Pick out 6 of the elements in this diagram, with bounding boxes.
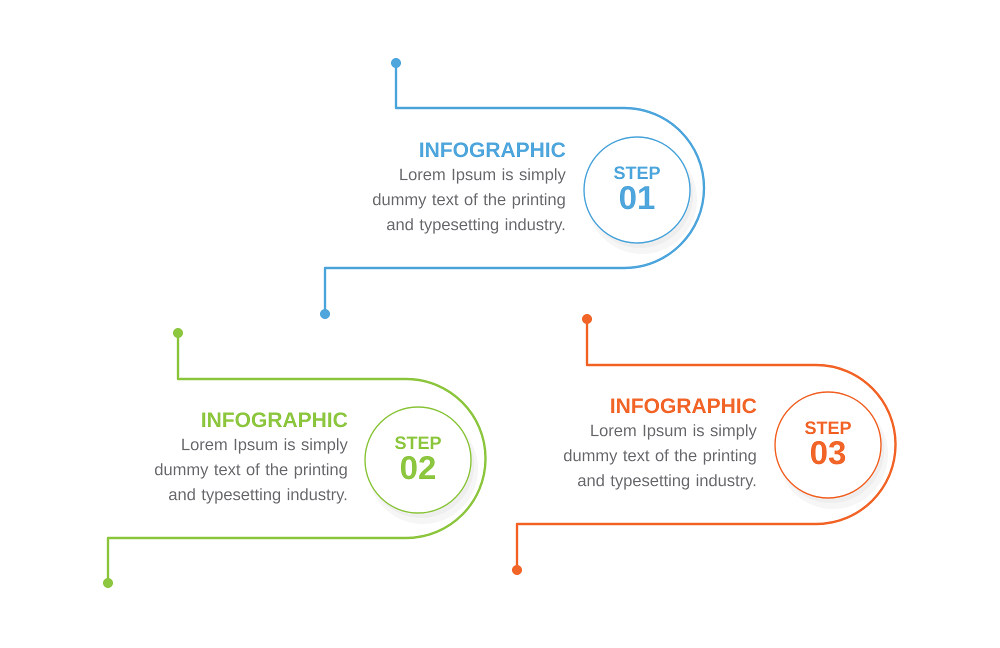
step-heading: INFOGRAPHIC: [420, 142, 566, 158]
step-heading: INFOGRAPHIC: [202, 412, 348, 428]
step-description: Lorem Ipsum is simply dummy text of the printing and typesetting industry.: [564, 424, 757, 490]
step-description: Lorem Ipsum is simply dummy text of the printing and typesetting industry.: [155, 438, 348, 504]
step-heading: INFOGRAPHIC: [611, 398, 756, 414]
step-description: Lorem Ipsum is simply dummy text of the printing and typesetting industry.: [373, 168, 566, 234]
